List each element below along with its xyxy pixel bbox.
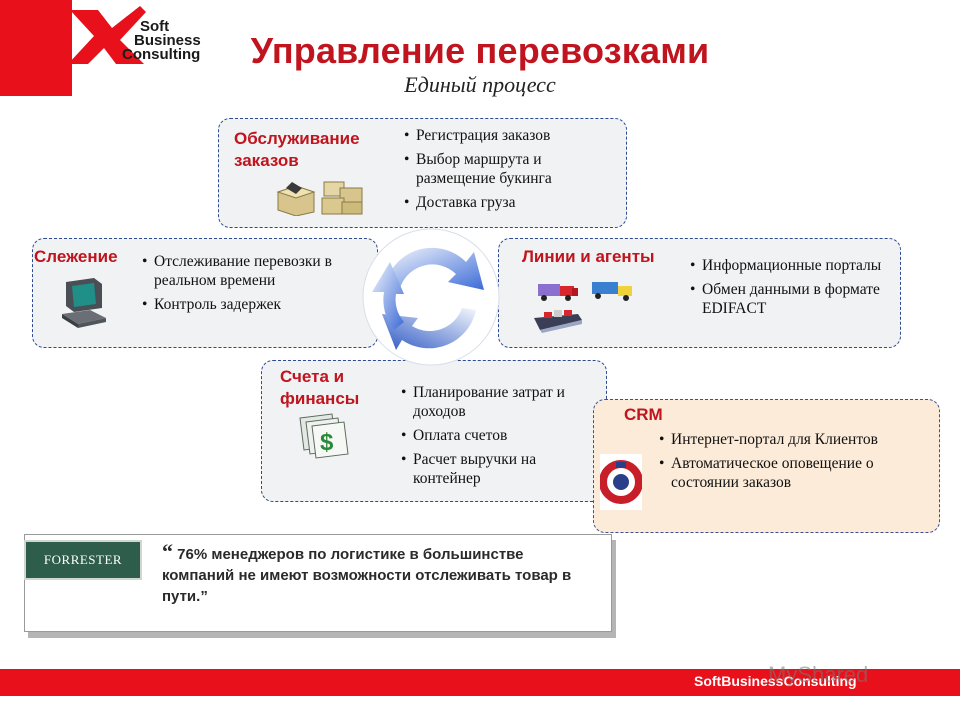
list-item: Доставка груза bbox=[404, 193, 614, 212]
list-item: Автоматическое оповещение о состоянии за… bbox=[659, 454, 933, 492]
finance-list: Планирование затрат и доходов Оплата сче… bbox=[401, 383, 597, 493]
quote-body: 76% менеджеров по логистике в большинств… bbox=[162, 546, 572, 605]
list-item: Контроль задержек bbox=[142, 295, 374, 314]
list-item: Обмен данными в формате EDIFACT bbox=[690, 280, 890, 318]
list-item: Планирование затрат и доходов bbox=[401, 383, 597, 421]
crm-title: CRM bbox=[624, 405, 663, 424]
orders-title-line-1: Обслуживание bbox=[234, 129, 360, 148]
cardboard-boxes-icon bbox=[276, 181, 363, 216]
list-item: Оплата счетов bbox=[401, 426, 597, 445]
finance-title-line-2: финансы bbox=[280, 389, 360, 408]
logo-text: Soft Business Consulting bbox=[122, 18, 201, 63]
list-item: Интернет-портал для Клиентов bbox=[659, 430, 933, 449]
list-item: Отслеживание перевозки в реальном времен… bbox=[142, 252, 374, 290]
lines-title: Линии и агенты bbox=[522, 247, 655, 266]
footer-bar bbox=[0, 669, 960, 696]
tracking-list: Отслеживание перевозки в реальном времен… bbox=[142, 252, 374, 319]
orders-title: Обслуживание заказов bbox=[234, 128, 360, 172]
orders-title-line-2: заказов bbox=[234, 151, 299, 170]
quote-text: “ 76% менеджеров по логистике в большинс… bbox=[162, 541, 582, 607]
list-item: Расчет выручки на контейнер bbox=[401, 450, 597, 488]
logo-line-1: Soft bbox=[140, 18, 170, 35]
forrester-label: FORRESTER bbox=[43, 552, 123, 567]
crm-list: Интернет-портал для Клиентов Автоматичес… bbox=[659, 430, 933, 497]
lines-list: Информационные порталы Обмен данными в ф… bbox=[690, 256, 890, 323]
list-item: Информационные порталы bbox=[690, 256, 890, 275]
logo-line-3: Consulting bbox=[122, 46, 201, 63]
page-title: Управление перевозками bbox=[250, 30, 710, 71]
trucks-icon bbox=[538, 282, 632, 301]
cycle-arrows-icon bbox=[362, 228, 500, 366]
page-subtitle: Единый процесс bbox=[404, 72, 556, 97]
computer-terminal-icon bbox=[62, 278, 106, 328]
logo-arrow-icon bbox=[68, 6, 146, 64]
ship-icon bbox=[534, 310, 582, 333]
orders-list: Регистрация заказов Выбор маршрута и раз… bbox=[404, 126, 614, 217]
logo-red-block bbox=[0, 0, 72, 96]
forrester-logo: FORRESTER bbox=[24, 540, 142, 580]
quote-open-mark: “ bbox=[162, 539, 173, 564]
footer-brand: SoftBusinessConsulting bbox=[694, 673, 857, 689]
list-item: Выбор маршрута и размещение букинга bbox=[404, 150, 614, 188]
crm-logo-icon bbox=[600, 454, 642, 510]
finance-title-line-1: Счета и bbox=[280, 367, 345, 386]
logo-line-2: Business bbox=[134, 32, 201, 49]
tracking-title: Слежение bbox=[34, 247, 118, 266]
svg-text:$: $ bbox=[320, 429, 334, 456]
list-item: Регистрация заказов bbox=[404, 126, 614, 145]
watermark: MyShared bbox=[768, 662, 869, 687]
finance-title: Счета и финансы bbox=[280, 366, 359, 410]
dollar-bills-icon: $ bbox=[299, 413, 349, 459]
